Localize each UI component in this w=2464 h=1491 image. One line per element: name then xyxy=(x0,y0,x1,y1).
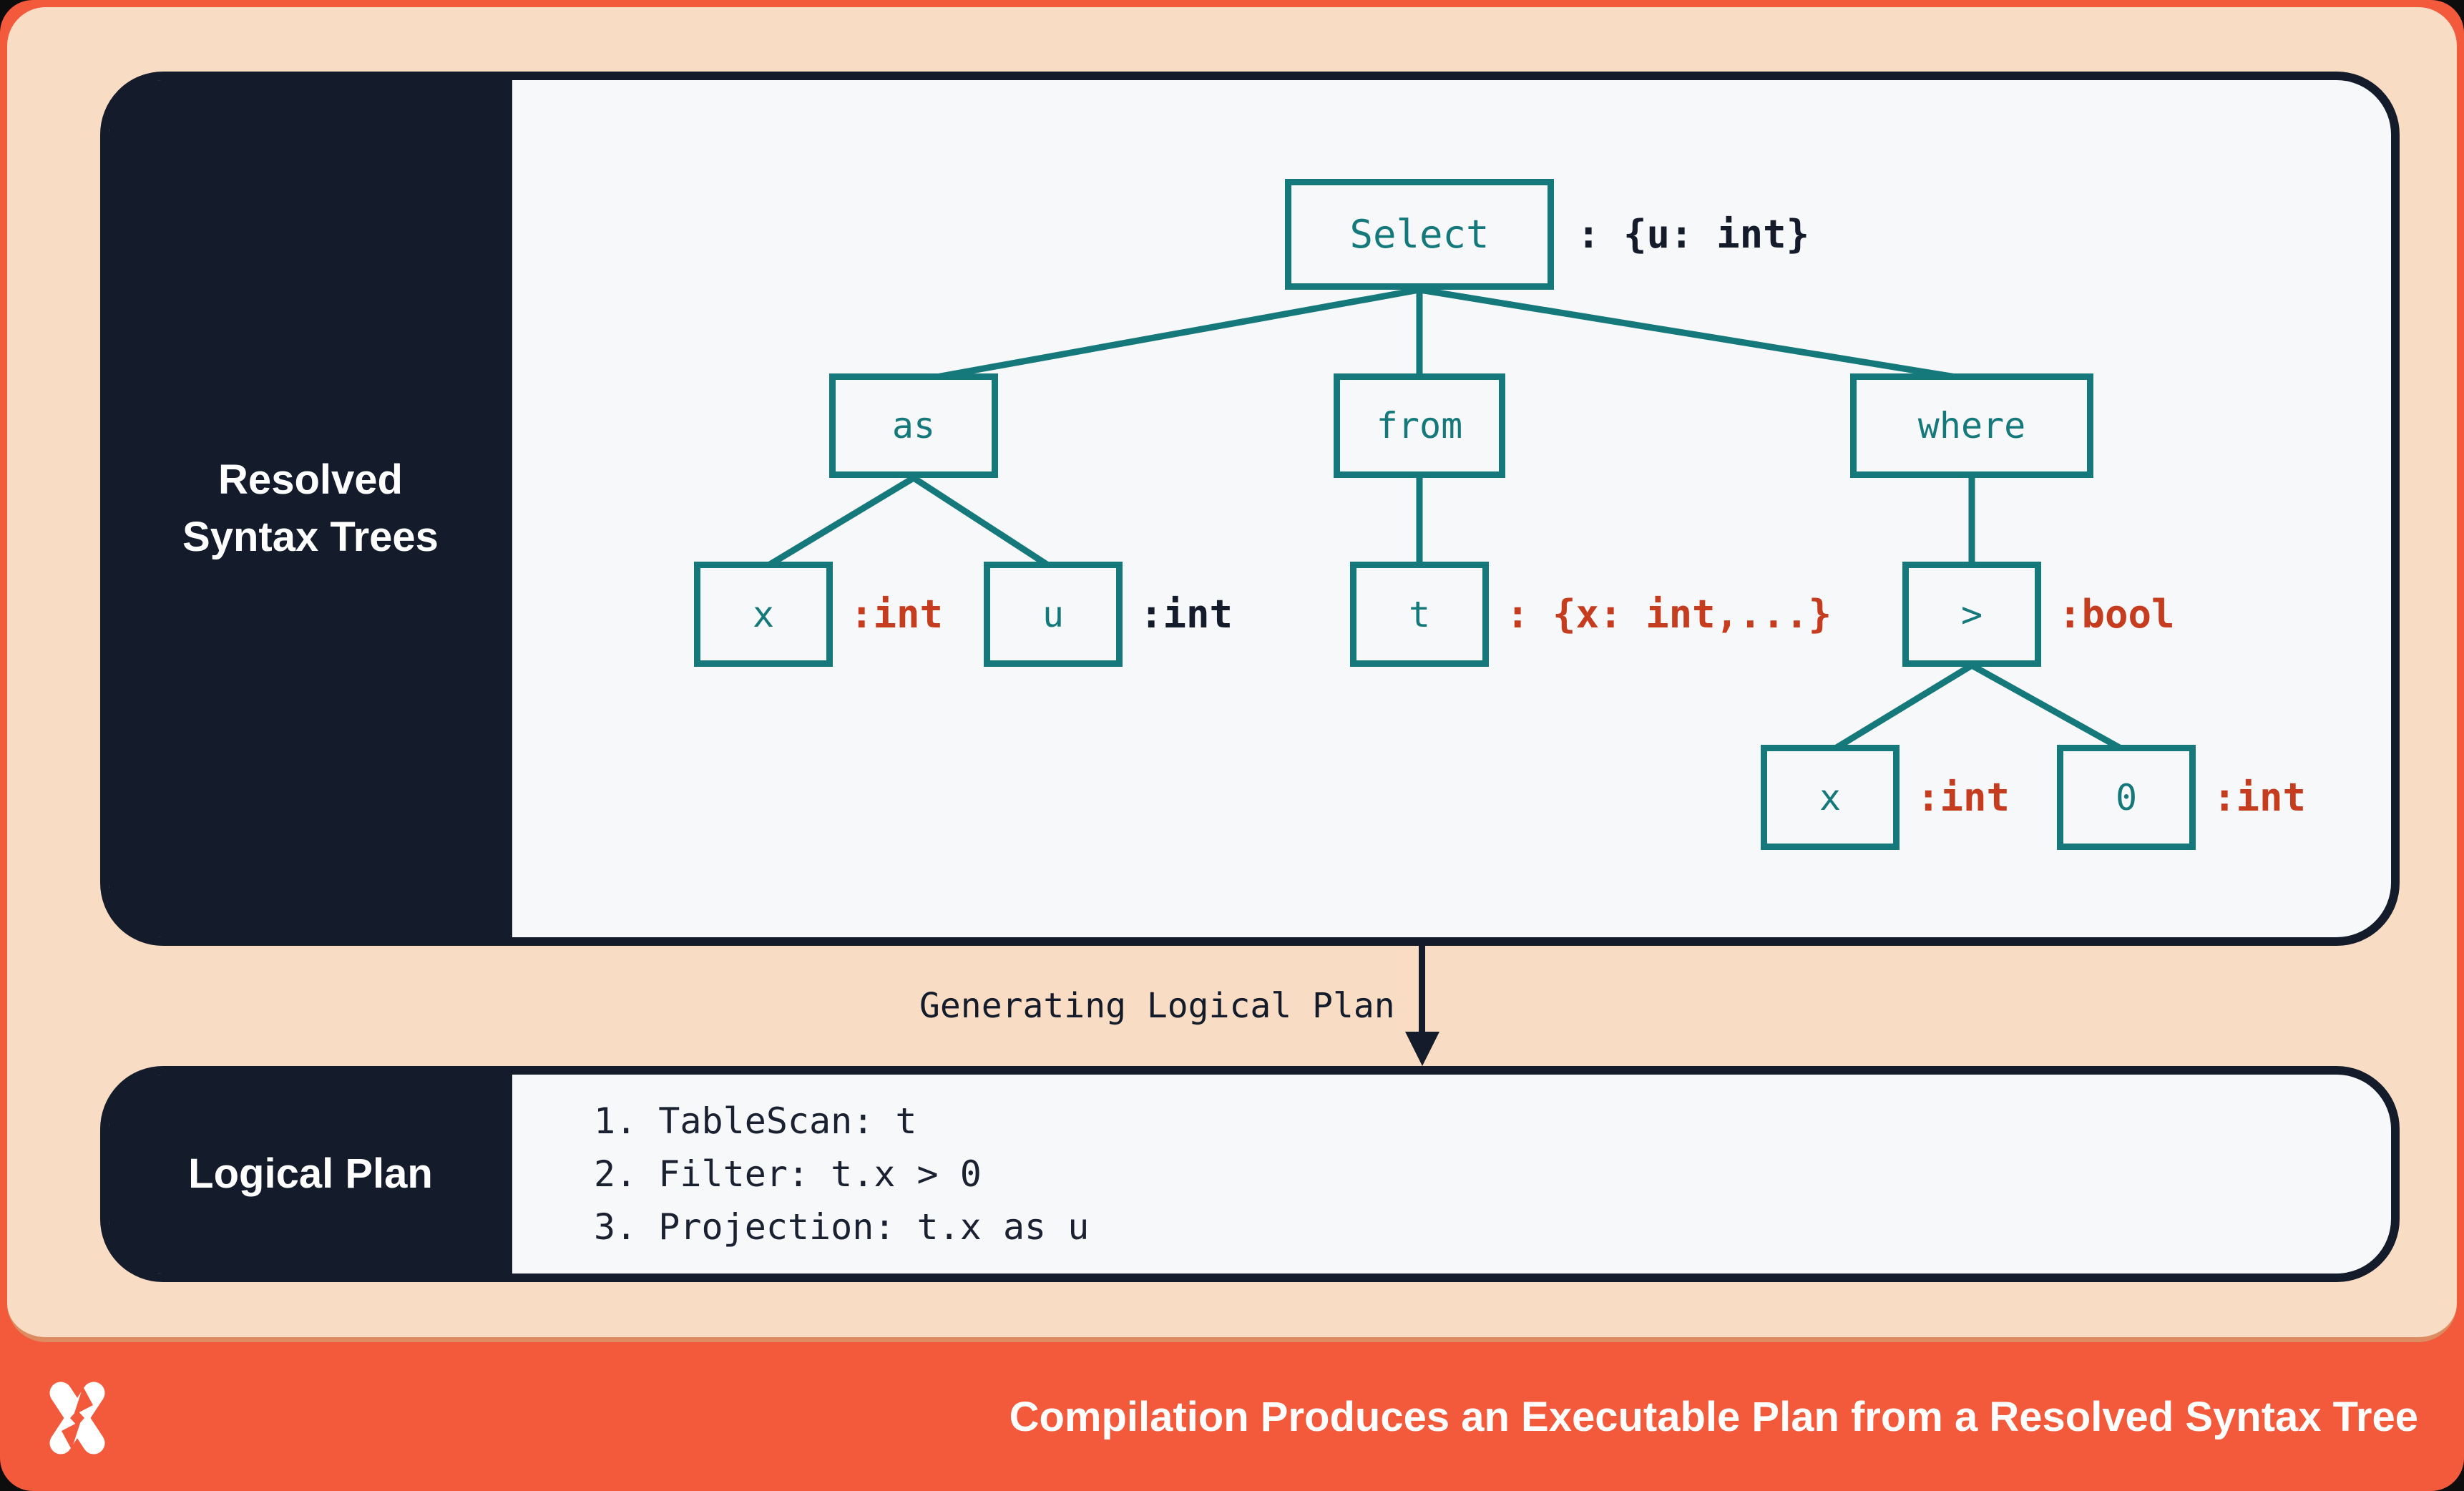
logical-plan-steps: 1. TableScan: t 2. Filter: t.x > 0 3. Pr… xyxy=(594,1075,1089,1274)
edge-gt-x xyxy=(1831,663,1974,753)
tree-node-x-operand: x xyxy=(1761,745,1900,850)
type-annotation-t-table: : {x: int,...} xyxy=(1506,592,1832,637)
plan-step-3: 3. Projection: t.x as u xyxy=(594,1206,1090,1248)
plan-step-2: 2. Filter: t.x > 0 xyxy=(594,1153,982,1195)
edge-as-u xyxy=(911,475,1052,569)
tree-node-x-alias: x xyxy=(694,562,833,667)
tree-edges xyxy=(764,286,2126,753)
type-annotation-x-operand: :int xyxy=(1917,775,2010,820)
sidebar-title-line1: Resolved xyxy=(218,456,403,503)
brand-logo-icon xyxy=(49,1382,105,1455)
tree-node-from: from xyxy=(1334,373,1505,478)
tree-node-t-table: t xyxy=(1350,562,1489,667)
footer-caption: Compilation Produces an Executable Plan … xyxy=(1009,1393,2418,1440)
sidebar-title: Logical Plan xyxy=(188,1150,433,1197)
type-annotation-select: : {u: int} xyxy=(1577,212,1810,257)
tree-node-greater-than: > xyxy=(1902,562,2041,667)
logical-plan-sidebar: Logical Plan xyxy=(109,1075,512,1274)
type-annotation-greater-than: :bool xyxy=(2058,592,2175,637)
transition-label: Generating Logical Plan xyxy=(919,986,1395,1026)
down-arrow-head-icon xyxy=(1405,1032,1439,1066)
down-arrow-line xyxy=(1419,946,1425,1043)
tree-node-select: Select xyxy=(1285,179,1554,290)
tree-node-as: as xyxy=(829,373,998,478)
plan-step-1: 1. TableScan: t xyxy=(594,1100,917,1142)
edge-select-where xyxy=(1419,286,1970,383)
logical-plan-card: Logical Plan 1. TableScan: t 2. Filter: … xyxy=(100,1066,2400,1282)
edge-select-as xyxy=(916,286,1420,384)
resolved-syntax-trees-sidebar: Resolved Syntax Trees xyxy=(109,80,512,937)
type-annotation-u-alias: :int xyxy=(1140,592,1233,637)
type-annotation-x-alias: :int xyxy=(850,592,944,637)
tree-node-u-alias: u xyxy=(984,562,1123,667)
type-annotation-zero-operand: :int xyxy=(2213,775,2307,820)
edge-gt-zero xyxy=(1970,663,2126,753)
resolved-syntax-trees-card: Resolved Syntax Trees Select : {u: int} … xyxy=(100,72,2400,946)
tree-node-where: where xyxy=(1850,373,2093,478)
tree-node-zero-operand: 0 xyxy=(2057,745,2196,850)
sidebar-title-line2: Syntax Trees xyxy=(182,514,439,560)
edge-as-x xyxy=(764,475,916,569)
